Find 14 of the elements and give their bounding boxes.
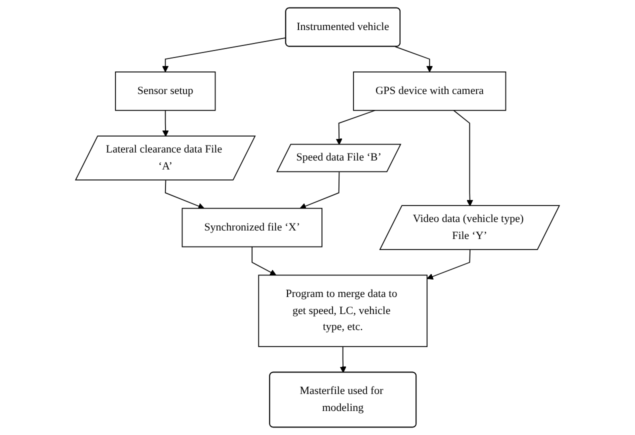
arrow (340, 346, 346, 373)
arrow (300, 172, 340, 210)
arrow (426, 249, 470, 280)
arrow (453, 110, 474, 206)
arrow (164, 180, 204, 210)
arrow (394, 46, 433, 72)
node-box: Sensor setup (115, 72, 216, 111)
arrow (162, 110, 169, 137)
node-box: Program to merge data to get speed, LC, vehicle type, etc. (258, 274, 428, 348)
node-box: GPS device with camera (353, 72, 506, 111)
node-box: Synchronized file ‘X’ (182, 208, 322, 248)
arrow (252, 246, 276, 276)
arrow (162, 37, 286, 72)
arrow (336, 110, 376, 145)
